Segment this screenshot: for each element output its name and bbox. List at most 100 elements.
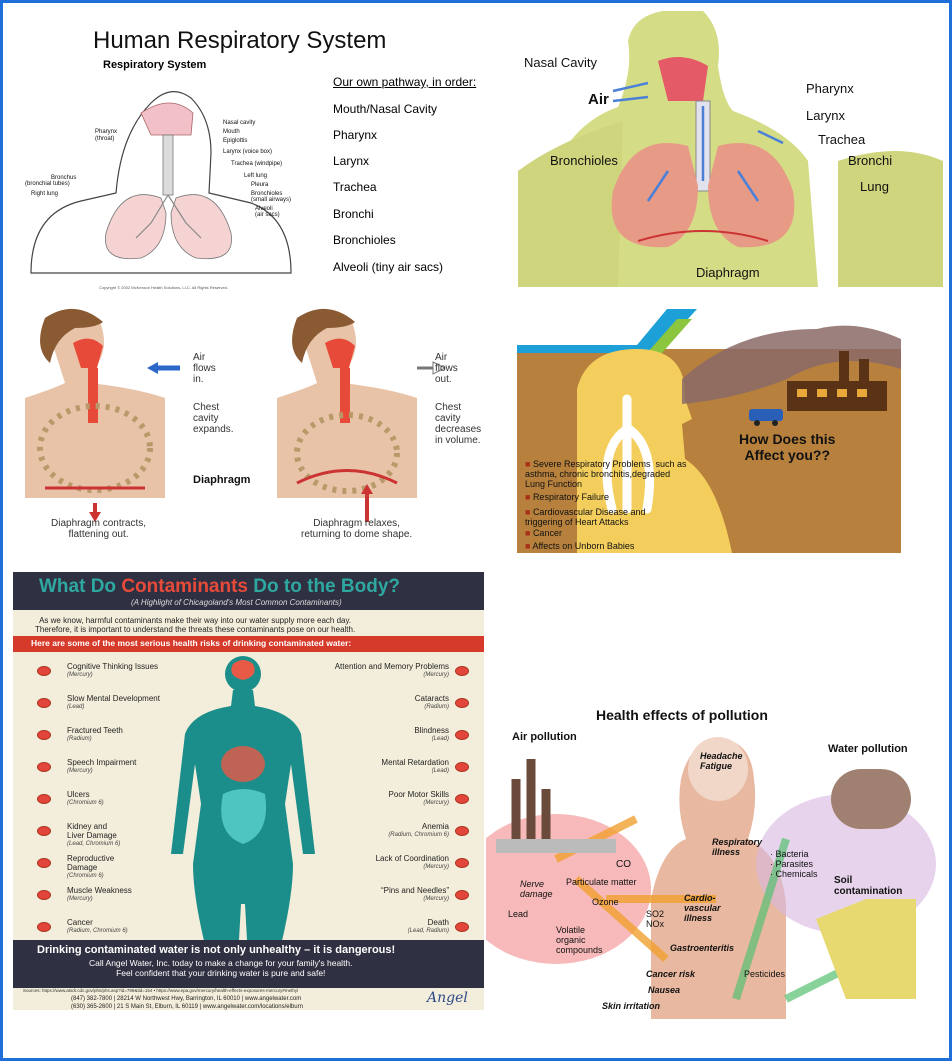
co-label: CO <box>616 859 631 870</box>
risk-bullet-icon <box>455 698 469 708</box>
respiratory-system-panel: Human Respiratory System Respiratory Sys… <box>11 11 511 293</box>
soil-label: Soil contamination <box>834 875 903 897</box>
risk-bullet-icon <box>37 922 51 932</box>
risk-name: Anemia <box>421 822 449 831</box>
nausea-label: Nausea <box>648 985 681 995</box>
risk-name: Attention and Memory Problems <box>334 662 449 671</box>
risk-cause: (Radium, Chromium 6) <box>67 928 128 934</box>
panel-title: Human Respiratory System <box>93 27 387 54</box>
label-alveoli: Alveoli <box>255 206 273 212</box>
label-larynx: Larynx <box>806 108 846 123</box>
airguard-illustration <box>517 309 901 553</box>
diagram-subtitle: Respiratory System <box>103 59 207 71</box>
gastro-label: Gastroenteritis <box>670 943 735 953</box>
pollution-effects-panel: Health effects of pollution Air pollutio… <box>486 699 946 1019</box>
risk-name: “Pins and Needles” <box>380 886 449 895</box>
label-larynx: Larynx (voice box) <box>223 149 273 155</box>
right-caption: Diaphragm relaxes, returning to dome sha… <box>301 518 413 540</box>
risk-name: Lack of Coordination <box>375 854 449 863</box>
bullet-item: ■ Severe Respiratory Problems such as as… <box>525 459 687 489</box>
label-nasal-cavity: Nasal cavity <box>223 120 256 126</box>
chest-decreases-label: Chest cavity decreases in volume. <box>435 402 482 446</box>
risk-bullet-icon <box>455 826 469 836</box>
risk-name: Poor Motor Skills <box>388 790 449 799</box>
label-small-airways: (small airways) <box>251 197 292 203</box>
body-silhouette <box>171 656 315 976</box>
chest-expands-label: Chest cavity expands. <box>193 402 234 435</box>
particulate-label: Particulate matter <box>566 877 637 887</box>
label-trachea: Trachea (windpipe) <box>231 161 283 167</box>
label-pharynx: Pharynx <box>95 129 118 135</box>
left-caption: Diaphragm contracts, flattening out. <box>51 518 147 540</box>
so2-label: SO2 NOx <box>646 909 665 929</box>
risk-name: Reproductive Damage <box>67 854 115 872</box>
label-pleura: Pleura <box>251 182 269 188</box>
footer-title: Drinking contaminated water is not only … <box>37 944 396 956</box>
bullet-item: ■ Affects on Unborn Babies <box>525 541 635 551</box>
air-flows-out-label: Air flows out. <box>435 352 458 385</box>
risk-name: Cancer <box>67 918 93 927</box>
label-air-sacs: (air sacs) <box>255 212 280 218</box>
affect-headline: How Does this Affect you?? <box>739 431 836 463</box>
risk-cause: (Mercury) <box>423 800 449 806</box>
label-trachea: Trachea <box>818 132 866 147</box>
water-pollution-label: Water pollution <box>828 743 908 755</box>
risk-cause: (Radium) <box>67 736 92 742</box>
risk-bullet-icon <box>455 730 469 740</box>
pollution-title: Health effects of pollution <box>596 707 768 723</box>
risk-cause: (Mercury) <box>67 896 93 902</box>
risk-name: Speech Impairment <box>67 758 137 767</box>
risk-cause: (Lead, Radium) <box>407 928 449 934</box>
airway-illustration <box>518 11 943 287</box>
risk-bullet-icon <box>455 890 469 900</box>
lead-label: Lead <box>508 909 529 919</box>
risk-banner-text: Here are some of the most serious health… <box>31 638 352 648</box>
bullet-item: ■ Respiratory Failure <box>525 492 609 502</box>
label-air: Air <box>588 91 609 108</box>
breathing-mechanics-panel: Air flows in. Chest cavity expands. Diap… <box>15 308 495 553</box>
risk-bullet-icon <box>37 762 51 772</box>
copyright-note: Copyright © 2002 McKesson Health Solutio… <box>99 285 229 290</box>
infographic-title: What Do Contaminants Do to the Body? <box>39 576 400 597</box>
risk-bullet-icon <box>37 826 51 836</box>
label-bronchial-tubes: (bronchial tubes) <box>25 181 70 187</box>
headache-label: Headache Fatigue <box>700 751 743 771</box>
pathway-title: Our own pathway, in order: <box>333 75 477 89</box>
contact-line: (847) 382-7800 | 28214 W Northwest Hwy, … <box>71 996 302 1002</box>
risk-banner <box>13 636 484 652</box>
risk-name: Fractured Teeth <box>67 726 123 735</box>
label-nasal-cavity: Nasal Cavity <box>524 55 597 70</box>
bacteria-list: · Bacteria · Parasites · Chemicals <box>770 849 818 879</box>
risk-cause: (Mercury) <box>423 896 449 902</box>
ozone-label: Ozone <box>592 897 619 907</box>
intro-text: As we know, harmful contaminants make th… <box>35 616 356 634</box>
airguard-logo: AIRGUARD <box>539 321 604 335</box>
pathway-item: Mouth/Nasal Cavity <box>333 102 438 116</box>
bullet-item: ■ Cancer <box>525 528 562 538</box>
risk-bullet-icon <box>455 922 469 932</box>
nerve-label: Nerve damage <box>520 879 553 899</box>
risk-bullet-icon <box>455 858 469 868</box>
risk-bullet-icon <box>37 666 51 676</box>
pathway-item: Pharynx <box>333 128 378 142</box>
airway-illustration-panel: Nasal Cavity Air Pharynx Larynx Trachea … <box>518 11 943 287</box>
sources-line: Sources: https://www.atsdr.cdc.gov/phs/p… <box>23 988 299 993</box>
air-pollution-label: Air pollution <box>512 731 577 743</box>
header-bar <box>13 572 484 610</box>
contact-line: (630) 365-2600 | 21 S Main St, Elburn, I… <box>71 1004 303 1010</box>
risk-cause: (Chromium 6) <box>67 873 104 879</box>
risk-name: Blindness <box>414 726 449 735</box>
skin-label: Skin irritation <box>602 1001 661 1011</box>
risk-cause: (Lead) <box>67 704 85 710</box>
risk-bullet-icon <box>37 890 51 900</box>
risk-name: Cognitive Thinking Issues <box>67 662 159 671</box>
label-throat: (throat) <box>95 136 115 142</box>
airguard-panel: AIRGUARD INDIA How Does this Affect you?… <box>517 309 901 553</box>
risk-cause: (Mercury) <box>67 768 93 774</box>
risk-cause: (Radium) <box>424 704 449 710</box>
risk-name: Kidney and Liver Damage <box>67 822 117 840</box>
label-bronchioles: Bronchioles <box>550 153 618 168</box>
label-bronchi: Bronchi <box>848 153 893 168</box>
pathway-item: Alveoli (tiny air sacs) <box>333 260 444 274</box>
risk-name: Death <box>427 918 449 927</box>
